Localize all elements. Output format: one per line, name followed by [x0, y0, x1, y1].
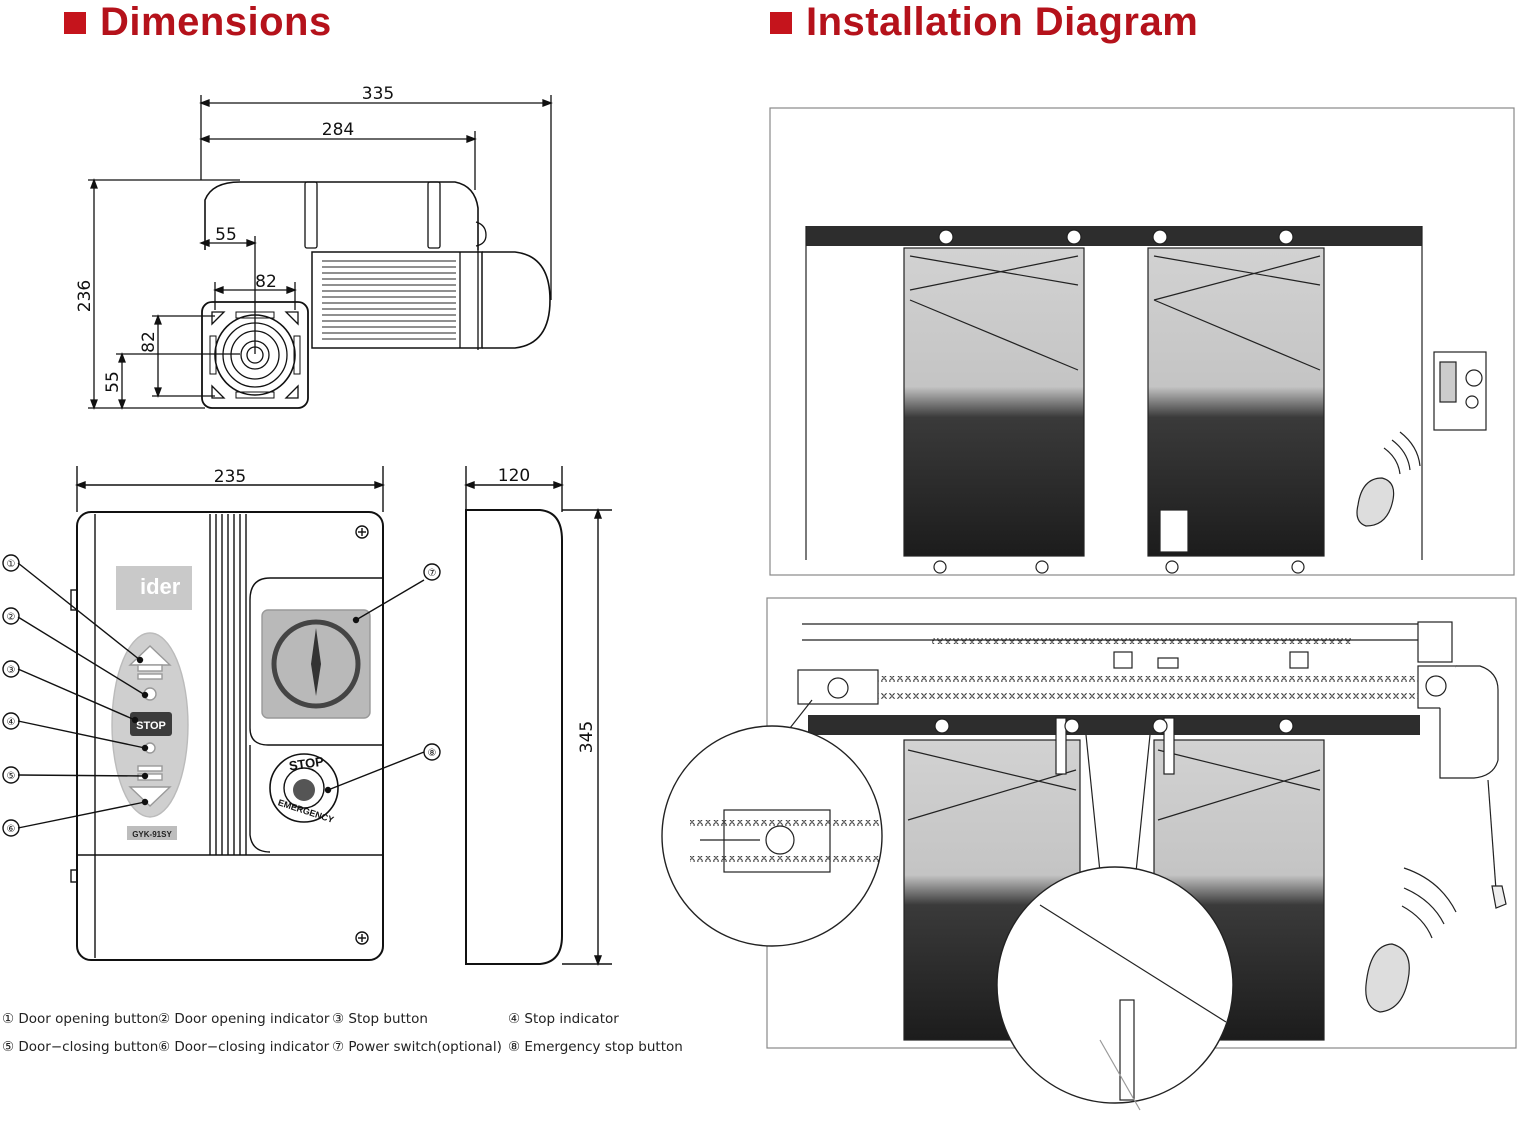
- callout-2: ②: [7, 612, 16, 623]
- legend-item-5: ⑤ Door−closing button: [2, 1039, 159, 1055]
- dim-flange-width: 82: [255, 272, 277, 292]
- callout-3: ③: [7, 665, 16, 676]
- legend-item-7: ⑦ Power switch(optional): [332, 1039, 502, 1055]
- callout-4: ④: [7, 717, 16, 728]
- legend-item-3: ③ Stop button: [332, 1011, 428, 1027]
- dim-controller-depth: 120: [498, 466, 530, 486]
- legend-item-4: ④ Stop indicator: [508, 1011, 619, 1027]
- dim-body-width: 284: [322, 120, 354, 140]
- controller-front: [2, 466, 441, 961]
- callout-7: ⑦: [428, 568, 437, 579]
- dim-shaft-offset-x: 55: [215, 225, 237, 245]
- dimensions-heading: Dimensions: [64, 0, 332, 45]
- controller-logo: ider: [140, 574, 181, 599]
- model-label: GYK-91SY: [132, 830, 172, 839]
- legend-item-2: ② Door opening indicator: [158, 1011, 330, 1027]
- motor-drawing: [88, 95, 553, 410]
- dim-controller-height: 345: [577, 721, 597, 753]
- estop-top-label: STOP: [288, 754, 325, 774]
- callout-6: ⑥: [7, 824, 16, 835]
- callout-1: ①: [7, 559, 16, 570]
- dim-shaft-offset-y: 55: [103, 371, 123, 393]
- dim-overall-width: 335: [362, 84, 394, 104]
- heading-square-icon: [64, 11, 86, 34]
- dim-controller-width: 235: [214, 467, 246, 487]
- installation-heading: Installation Diagram: [770, 0, 1198, 45]
- dimensions-title: Dimensions: [100, 0, 332, 44]
- dim-height: 236: [75, 280, 95, 312]
- dim-flange-height: 82: [139, 331, 159, 353]
- installation-bottom-panel: [661, 597, 1517, 1111]
- callout-8: ⑧: [428, 748, 437, 759]
- installation-title: Installation Diagram: [806, 0, 1199, 44]
- estop-bottom-label: EMERGENCY: [277, 797, 335, 824]
- stop-button-label: STOP: [136, 720, 166, 732]
- callout-5: ⑤: [7, 771, 16, 782]
- installation-top-panel: [769, 107, 1515, 576]
- legend-item-1: ① Door opening button: [2, 1011, 159, 1027]
- legend-item-6: ⑥ Door−closing indicator: [158, 1039, 330, 1055]
- controller-side: [464, 466, 612, 966]
- heading-square-icon: [770, 11, 792, 34]
- legend-item-8: ⑧ Emergency stop button: [508, 1039, 683, 1055]
